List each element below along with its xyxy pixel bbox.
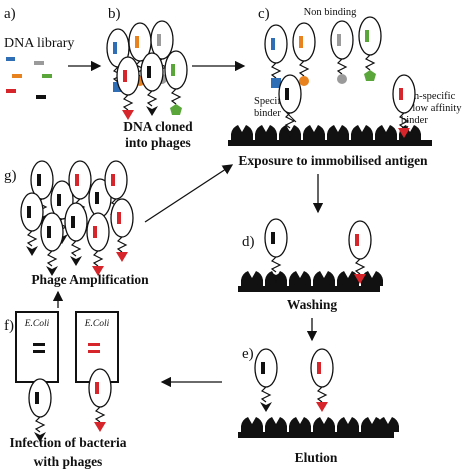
amplified-phage [110, 198, 134, 262]
antigen [289, 417, 311, 432]
phage-blue [264, 24, 288, 88]
antigen [337, 271, 359, 286]
phage-orange [292, 22, 316, 86]
specific-binder-label-2: binder [254, 108, 281, 119]
specific-binder-phage [278, 74, 302, 138]
amplification-caption: Phage Amplification [31, 272, 149, 287]
dna-cloned-caption-2: into phages [125, 135, 191, 150]
antigen [313, 417, 335, 432]
panel-label-e: e) [242, 346, 254, 362]
phage-green [358, 16, 382, 81]
phage-gray [150, 20, 174, 84]
antigen [241, 417, 263, 432]
antigen [231, 125, 253, 140]
specific-binder-phage [264, 218, 288, 282]
amplified-phages [20, 160, 134, 276]
nonspecific-binder-phage [348, 220, 372, 284]
surface-bar [238, 286, 380, 292]
antigen [361, 271, 383, 286]
process-arrows [52, 60, 324, 388]
antigen [289, 271, 311, 286]
panel-label-b: b) [108, 6, 121, 22]
eluted-phage-red [310, 348, 334, 412]
panel-label-a: a) [4, 6, 16, 22]
eluted-phages [254, 348, 334, 412]
bound-phages-exposure [278, 74, 416, 138]
antigen [303, 125, 325, 140]
amplified-phage [86, 212, 110, 276]
panel-label-c: c) [258, 6, 270, 22]
cloned-phages [106, 20, 188, 120]
panel-label-f: f) [4, 318, 14, 334]
specific-binder-pointer [285, 111, 297, 123]
non-binding-label: Non binding [304, 7, 358, 18]
nonspecific-binder-phage [392, 74, 416, 138]
infecting-phages [28, 368, 112, 442]
bound-phages-washing [264, 218, 372, 284]
dna-cloned-caption-1: DNA cloned [123, 119, 193, 134]
arrow-g-to-c [144, 164, 234, 223]
ecoli-label-right: E.Coli [84, 319, 110, 329]
antigen-surface-elution [238, 417, 399, 438]
amplified-phage [20, 192, 44, 256]
exposure-caption: Exposure to immobilised antigen [238, 153, 428, 168]
ecoli-label-left: E.Coli [24, 319, 50, 329]
amplified-phage [40, 212, 64, 276]
phage-gray [330, 20, 354, 84]
infecting-phage-red [88, 368, 112, 432]
amplified-phage [64, 202, 88, 266]
dna-fragments [6, 57, 52, 99]
nonspecific-binder-label-3: binder [401, 115, 428, 126]
antigen [337, 417, 359, 432]
antigen [375, 125, 397, 140]
antigen [255, 125, 277, 140]
antigen [241, 271, 263, 286]
antigen [313, 271, 335, 286]
antigen [265, 417, 287, 432]
nonspecific-binder-label-1: Non-specific [401, 91, 456, 102]
phage-red [116, 56, 140, 120]
surface-bar [228, 140, 432, 146]
specific-binder-label-1: Specific [254, 96, 289, 107]
panel-label-d: d) [242, 234, 255, 250]
infection-caption-2: with phages [34, 454, 103, 469]
nonspecific-binder-label-2: or low affinity [401, 103, 462, 114]
eluted-phage-black [254, 348, 278, 412]
plasmid-dna [33, 343, 100, 353]
dna-library-label: DNA library [4, 36, 74, 51]
elution-caption: Elution [295, 450, 338, 465]
phage-green [164, 50, 188, 115]
antigen-surface-washing [238, 271, 383, 292]
panel-label-g: g) [4, 168, 17, 184]
antigen [327, 125, 349, 140]
antigen [351, 125, 373, 140]
washing-caption: Washing [287, 297, 338, 312]
non-binding-phages [264, 16, 382, 88]
surface-bar [238, 432, 394, 438]
infecting-phage-black [28, 378, 52, 442]
antigen [377, 417, 399, 432]
infection-caption-1: Infection of bacteria [10, 435, 127, 450]
phage-black [140, 52, 164, 116]
